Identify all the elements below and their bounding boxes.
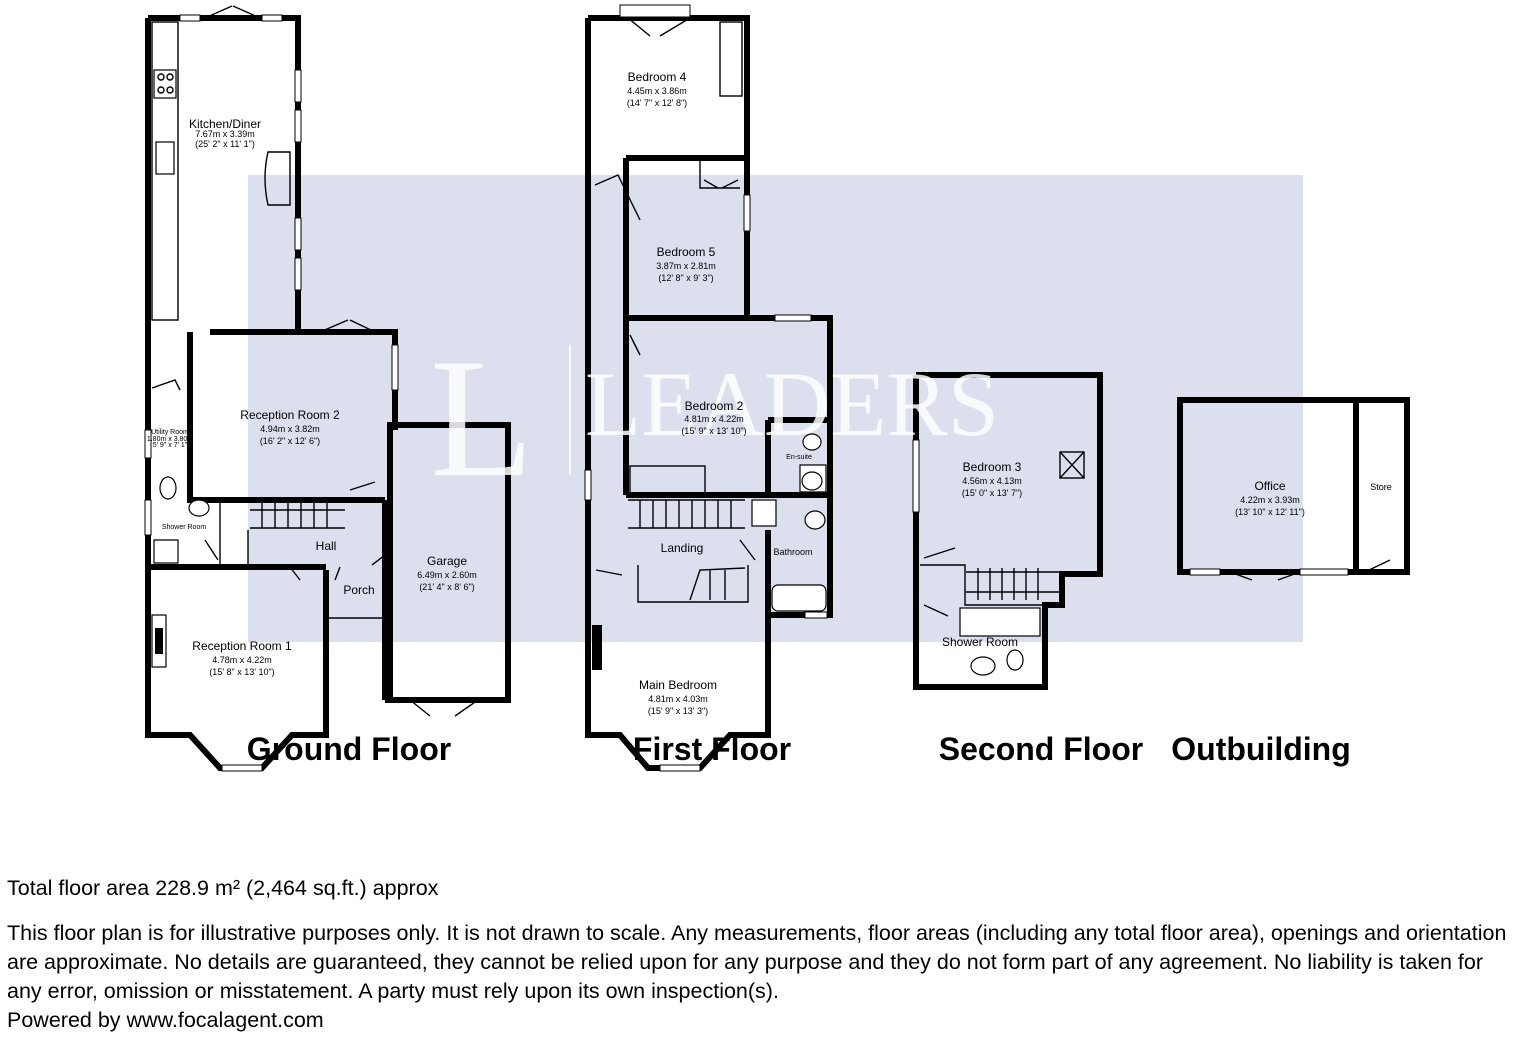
room-metric-reception-room-2: 4.94m x 3.82m xyxy=(260,424,320,434)
room-metric-kitchen-diner: 7.67m x 3.39m xyxy=(195,129,255,139)
room-name-bedroom-3: Bedroom 3 xyxy=(963,460,1022,474)
room-imperial-reception-room-2: (16' 2" x 12' 6") xyxy=(260,436,320,446)
room-metric-utility-room: 1.80m x 3.80m xyxy=(147,436,193,443)
room-metric-office: 4.22m x 3.93m xyxy=(1240,495,1300,505)
room-metric-bedroom-2: 4.81m x 4.22m xyxy=(684,414,744,424)
room-imperial-main-bedroom: (15' 9" x 13' 3") xyxy=(648,706,708,716)
disclaimer-text: This floor plan is for illustrative purp… xyxy=(7,921,1507,1003)
room-name-main-bedroom: Main Bedroom xyxy=(639,678,717,692)
room-name-bathroom: Bathroom xyxy=(773,547,812,557)
second-floor-plan xyxy=(912,372,1103,690)
room-imperial-kitchen-diner: (25' 2" x 11' 1") xyxy=(195,139,255,149)
room-metric-bedroom-3: 4.56m x 4.13m xyxy=(962,476,1022,486)
room-imperial-office: (13' 10" x 12' 11") xyxy=(1235,507,1305,517)
watermark-monogram: L xyxy=(430,324,534,512)
ground-floor-plan xyxy=(144,5,511,772)
room-labels: Kitchen/Diner 7.67m x 3.39m (25' 2" x 11… xyxy=(147,70,1392,716)
room-name-hall: Hall xyxy=(316,539,337,553)
watermark: L LEADERS xyxy=(430,324,999,512)
room-metric-main-bedroom: 4.81m x 4.03m xyxy=(648,694,708,704)
room-metric-bedroom-4: 4.45m x 3.86m xyxy=(627,86,687,96)
total-floor-area: Total floor area 228.9 m² (2,464 sq.ft.)… xyxy=(7,876,439,900)
room-name-landing: Landing xyxy=(661,541,704,555)
room-imperial-bedroom-2: (15' 9" x 13' 10") xyxy=(681,426,746,436)
room-imperial-bedroom-4: (14' 7" x 12' 8") xyxy=(627,98,687,108)
room-name-store: Store xyxy=(1370,482,1392,492)
room-name-garage: Garage xyxy=(427,554,467,568)
floor-title-second: Second Floor xyxy=(939,731,1143,767)
floor-title-first: First Floor xyxy=(633,731,791,767)
room-name-kitchen-diner: Kitchen/Diner xyxy=(189,117,261,131)
room-name-bedroom-5: Bedroom 5 xyxy=(657,245,716,259)
room-name-bedroom-2: Bedroom 2 xyxy=(685,399,744,413)
room-imperial-garage: (21' 4" x 8' 6") xyxy=(419,582,474,592)
room-name-en-suite: En-suite xyxy=(786,454,812,461)
floor-title-outbuilding: Outbuilding xyxy=(1171,731,1351,767)
floor-title-ground: Ground Floor xyxy=(247,731,451,767)
room-metric-bedroom-5: 3.87m x 2.81m xyxy=(656,261,716,271)
floor-plan-drawing: L LEADERS Kitchen/Diner 7.67m x 3.39m (2… xyxy=(144,4,1410,772)
room-imperial-bedroom-5: (12' 8" x 9' 3") xyxy=(658,273,713,283)
room-name-reception-room-1: Reception Room 1 xyxy=(192,639,292,653)
room-name-reception-room-2: Reception Room 2 xyxy=(240,408,340,422)
room-name-utility-room: Utility Room xyxy=(151,429,189,436)
first-floor-plan xyxy=(584,4,833,772)
room-name-shower-room-second: Shower Room xyxy=(942,635,1018,649)
room-imperial-reception-room-1: (15' 8" x 13' 10") xyxy=(209,667,274,677)
powered-by-text: Powered by www.focalagent.com xyxy=(7,1008,324,1032)
room-name-bedroom-4: Bedroom 4 xyxy=(628,70,687,84)
watermark-brand: LEADERS xyxy=(585,353,999,455)
outbuilding-plan xyxy=(1177,397,1410,581)
watermark-band xyxy=(248,175,1303,642)
room-name-office: Office xyxy=(1254,479,1285,493)
floor-titles: Ground Floor First Floor Second Floor Ou… xyxy=(247,731,1351,767)
room-name-porch: Porch xyxy=(343,583,374,597)
room-imperial-bedroom-3: (15' 0" x 13' 7") xyxy=(962,488,1022,498)
room-imperial-utility-room: 5' 9" x 7' 1" xyxy=(153,442,188,449)
footer: Total floor area 228.9 m² (2,464 sq.ft.)… xyxy=(7,874,1517,1035)
room-metric-garage: 6.49m x 2.60m xyxy=(417,570,477,580)
room-name-shower-room-ground: Shower Room xyxy=(162,524,207,531)
room-metric-reception-room-1: 4.78m x 4.22m xyxy=(212,655,272,665)
